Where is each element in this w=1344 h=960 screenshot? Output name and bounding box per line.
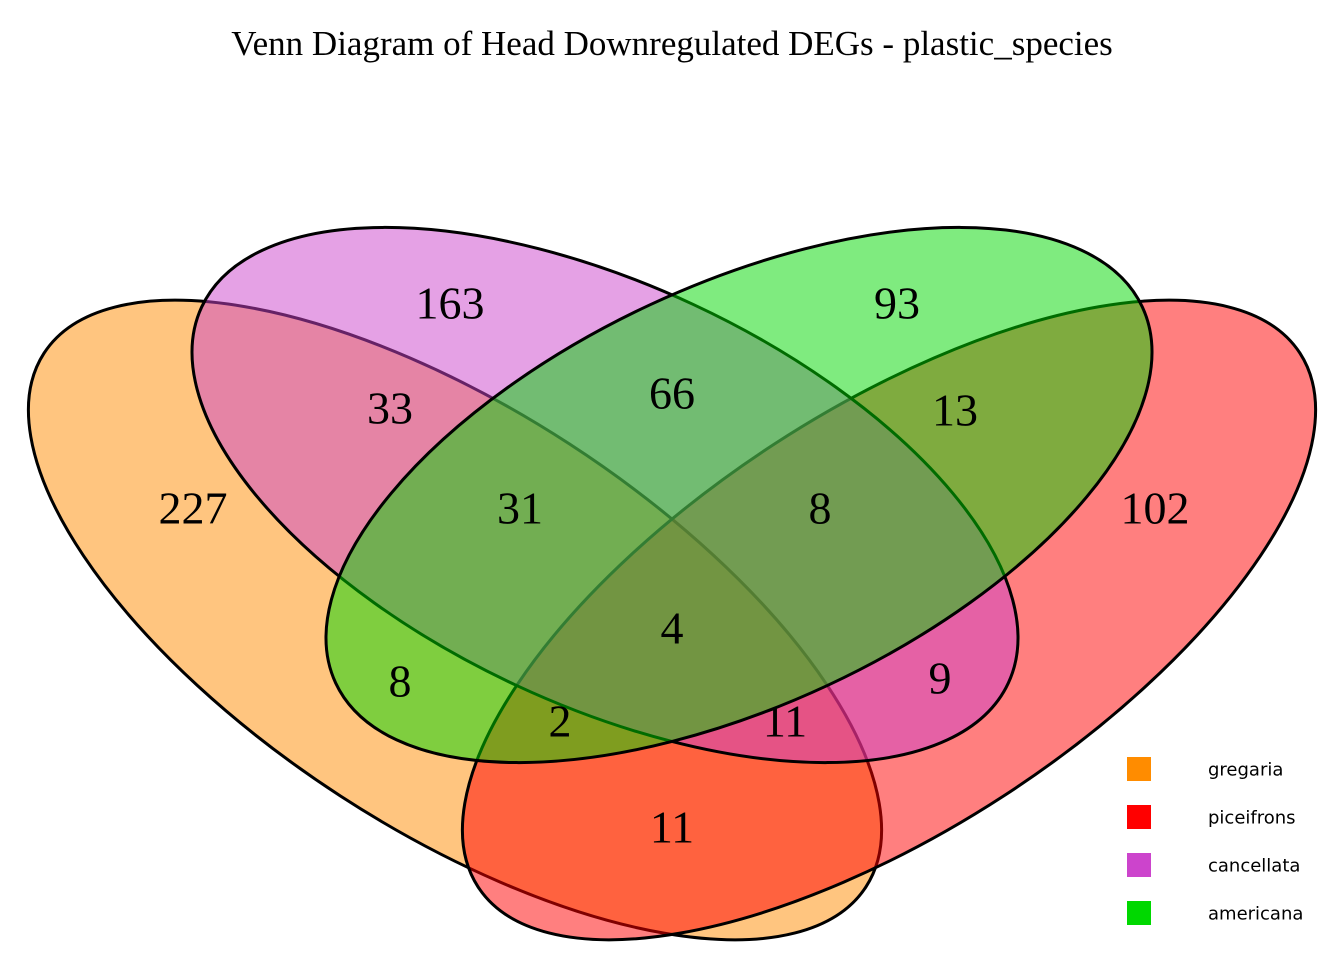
region-count-cancellata-only: 163 bbox=[416, 278, 485, 329]
legend-item-cancellata: cancellata bbox=[1127, 853, 1300, 877]
region-count-gregaria-cancellata-piceifrons: 11 bbox=[763, 696, 807, 747]
region-count-piceifrons-only: 102 bbox=[1121, 483, 1190, 534]
region-count-gregaria-cancellata-americana: 31 bbox=[497, 483, 543, 534]
legend: gregaria piceifrons cancellata americana bbox=[1127, 757, 1303, 925]
region-count-gregaria-americana-piceifrons: 2 bbox=[549, 696, 572, 747]
legend-swatch-gregaria bbox=[1127, 757, 1151, 781]
legend-swatch-piceifrons bbox=[1127, 805, 1151, 829]
venn-ellipses bbox=[26, 225, 1318, 942]
region-count-gregaria-americana: 8 bbox=[389, 656, 412, 707]
region-count-cancellata-americana: 66 bbox=[649, 368, 695, 419]
legend-swatch-cancellata bbox=[1127, 853, 1151, 877]
legend-label-cancellata: cancellata bbox=[1208, 856, 1300, 877]
region-count-americana-only: 93 bbox=[874, 278, 920, 329]
region-count-cancellata-piceifrons: 9 bbox=[929, 653, 952, 704]
americana-ellipse bbox=[324, 225, 1154, 765]
region-count-gregaria-cancellata: 33 bbox=[367, 383, 413, 434]
legend-label-gregaria: gregaria bbox=[1208, 760, 1283, 781]
region-count-gregaria-piceifrons: 11 bbox=[650, 802, 694, 853]
legend-item-gregaria: gregaria bbox=[1127, 757, 1283, 781]
legend-item-piceifrons: piceifrons bbox=[1127, 805, 1296, 829]
region-counts: 227 163 93 102 33 66 13 31 8 4 8 9 2 11 … bbox=[159, 278, 1190, 853]
legend-swatch-americana bbox=[1127, 901, 1151, 925]
legend-label-piceifrons: piceifrons bbox=[1208, 808, 1296, 829]
region-count-americana-piceifrons: 13 bbox=[932, 385, 978, 436]
region-count-gregaria-only: 227 bbox=[159, 483, 228, 534]
legend-label-americana: americana bbox=[1208, 904, 1303, 925]
chart-title: Venn Diagram of Head Downregulated DEGs … bbox=[231, 24, 1113, 63]
legend-item-americana: americana bbox=[1127, 901, 1303, 925]
region-count-cancellata-americana-piceifrons: 8 bbox=[809, 483, 832, 534]
region-count-all-four: 4 bbox=[661, 603, 684, 654]
